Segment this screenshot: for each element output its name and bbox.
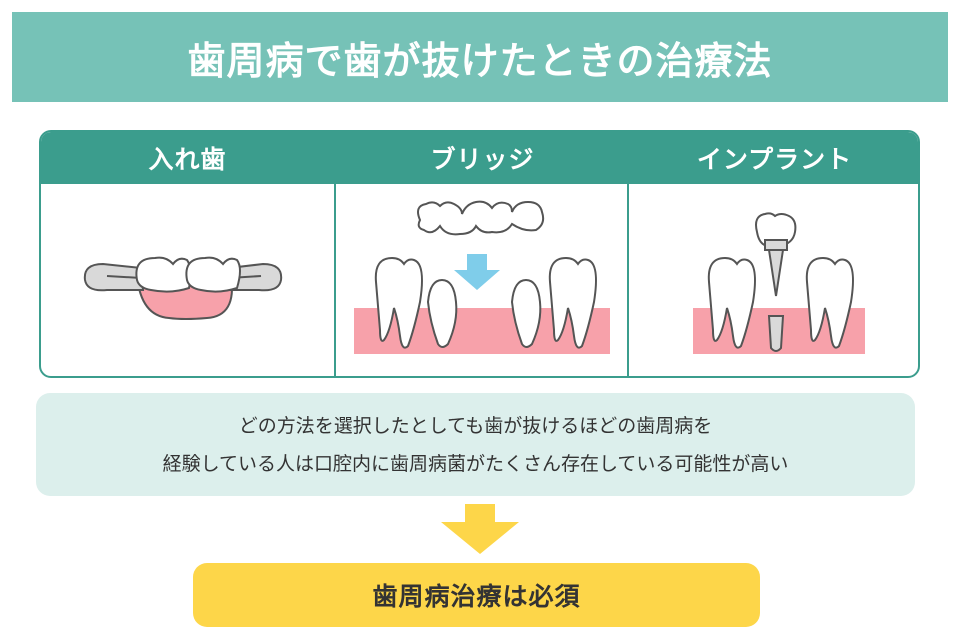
bridge-arrow-icon — [454, 254, 500, 290]
denture-illustration-area — [41, 184, 334, 376]
implant-tooth-right — [805, 256, 854, 349]
bridge-abutment-right — [510, 278, 542, 348]
treatment-panel: 入れ歯 ブリッジ — [39, 130, 920, 378]
treatment-header-bridge: ブリッジ — [336, 132, 629, 184]
bridge-tooth-left-molar — [374, 256, 423, 349]
note-line-1: どの方法を選択したとしても歯が抜けるほどの歯周病を — [238, 414, 713, 437]
implant-tooth-left — [707, 256, 756, 349]
implant-screw-top — [767, 249, 785, 297]
treatment-header-denture: 入れ歯 — [41, 132, 334, 184]
denture-tooth-right — [185, 256, 241, 293]
denture-tooth-left — [135, 256, 192, 293]
bridge-tooth-right-molar — [548, 256, 597, 349]
treatment-header-implant: インプラント — [629, 132, 918, 184]
implant-abutment — [764, 239, 788, 251]
note-box: どの方法を選択したとしても歯が抜けるほどの歯周病を 経験している人は口腔内に歯周… — [36, 393, 915, 496]
denture-illustration — [83, 256, 283, 320]
implant-illustration-area — [629, 184, 918, 376]
bridge-crowns — [417, 200, 545, 236]
treatment-column-bridge: ブリッジ — [334, 132, 629, 376]
bridge-illustration-area — [336, 184, 629, 376]
conclusion-box: 歯周病治療は必須 — [193, 563, 760, 627]
down-arrow-icon — [441, 504, 519, 554]
bridge-abutment-left — [426, 278, 458, 348]
implant-illustration — [693, 212, 865, 354]
implant-fixture — [767, 315, 785, 352]
page-title: 歯周病で歯が抜けたときの治療法 — [187, 38, 773, 83]
treatment-column-denture: 入れ歯 — [41, 132, 334, 376]
conclusion-text: 歯周病治療は必須 — [372, 582, 581, 611]
treatment-column-implant: インプラント — [627, 132, 918, 376]
bridge-illustration — [354, 200, 610, 354]
note-line-2: 経験している人は口腔内に歯周病菌がたくさん存在している可能性が高い — [162, 452, 789, 475]
title-banner: 歯周病で歯が抜けたときの治療法 — [12, 12, 948, 102]
